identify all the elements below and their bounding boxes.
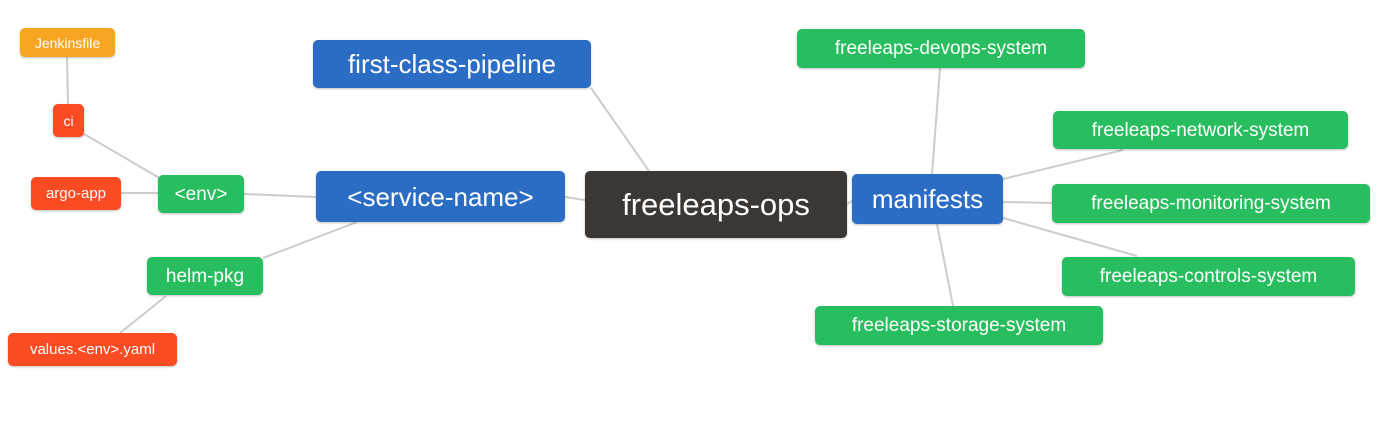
edge-manifests--freeleaps-storage-system [936,223,954,307]
edge-env--service-name [243,193,317,198]
node-freeleaps-devops-system[interactable]: freeleaps-devops-system [797,29,1085,68]
node-service-name[interactable]: <service-name> [316,171,565,222]
node-freeleaps-storage-system[interactable]: freeleaps-storage-system [815,306,1103,345]
node-freeleaps-controls-system[interactable]: freeleaps-controls-system [1062,257,1355,296]
edge-service-name--helm-pkg [262,221,358,259]
edge-service-name--freeleaps-ops [564,196,586,201]
edge-manifests--freeleaps-devops-system [931,67,941,175]
edge-manifests--freeleaps-monitoring-system [1002,201,1053,204]
node-first-class-pipeline[interactable]: first-class-pipeline [313,40,591,88]
node-ci[interactable]: ci [53,104,84,137]
edge-ci--env [83,133,164,181]
node-helm-pkg[interactable]: helm-pkg [147,257,263,295]
node-freeleaps-network-system[interactable]: freeleaps-network-system [1053,111,1348,149]
edge-values-env-yaml--helm-pkg [119,295,167,334]
node-values-env-yaml[interactable]: values.<env>.yaml [8,333,177,366]
node-freeleaps-monitoring-system[interactable]: freeleaps-monitoring-system [1052,184,1370,223]
node-argo-app[interactable]: argo-app [31,177,121,210]
node-freeleaps-ops[interactable]: freeleaps-ops [585,171,847,238]
edge-manifests--freeleaps-network-system [1002,149,1124,180]
node-env[interactable]: <env> [158,175,244,213]
edge-manifests--freeleaps-controls-system [1002,217,1138,257]
edge-jenkinsfile--ci [66,56,69,105]
edge-first-class-pipeline--freeleaps-ops [590,87,650,172]
node-manifests[interactable]: manifests [852,174,1003,224]
node-jenkinsfile[interactable]: Jenkinsfile [20,28,115,57]
